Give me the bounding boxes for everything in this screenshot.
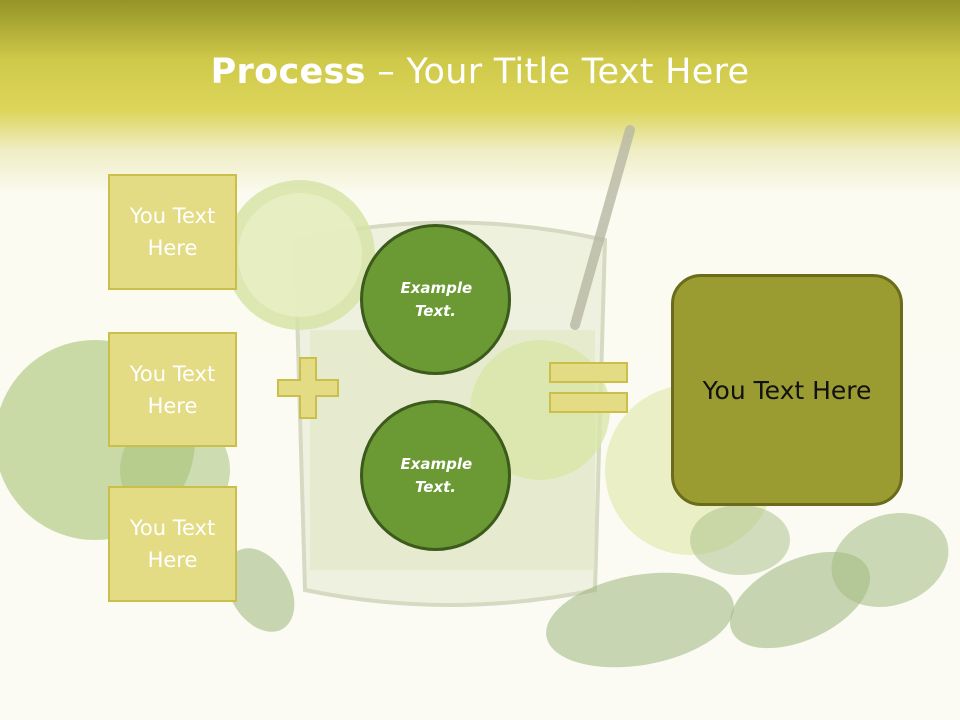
equals-icon	[549, 362, 628, 413]
text-box-label: You Text Here	[129, 204, 216, 260]
slide-title: Process – Your Title Text Here	[0, 52, 960, 92]
example-circle-1[interactable]: Example Text.	[360, 224, 511, 375]
plus-icon	[277, 357, 339, 419]
title-dash: –	[365, 52, 407, 92]
text-box-2[interactable]: You Text Here	[108, 332, 237, 447]
text-box-label: You Text Here	[129, 516, 216, 572]
title-rest: Your Title Text Here	[406, 52, 750, 92]
title-bold: Process	[210, 52, 366, 92]
example-circle-2[interactable]: Example Text.	[360, 400, 511, 551]
result-box[interactable]: You Text Here	[671, 274, 903, 506]
text-box-3[interactable]: You Text Here	[108, 486, 237, 602]
text-box-1[interactable]: You Text Here	[108, 174, 237, 290]
circle-label: Example Text.	[400, 454, 473, 496]
circle-label: Example Text.	[400, 278, 473, 320]
result-label: You Text Here	[702, 375, 872, 405]
text-box-label: You Text Here	[129, 361, 216, 418]
